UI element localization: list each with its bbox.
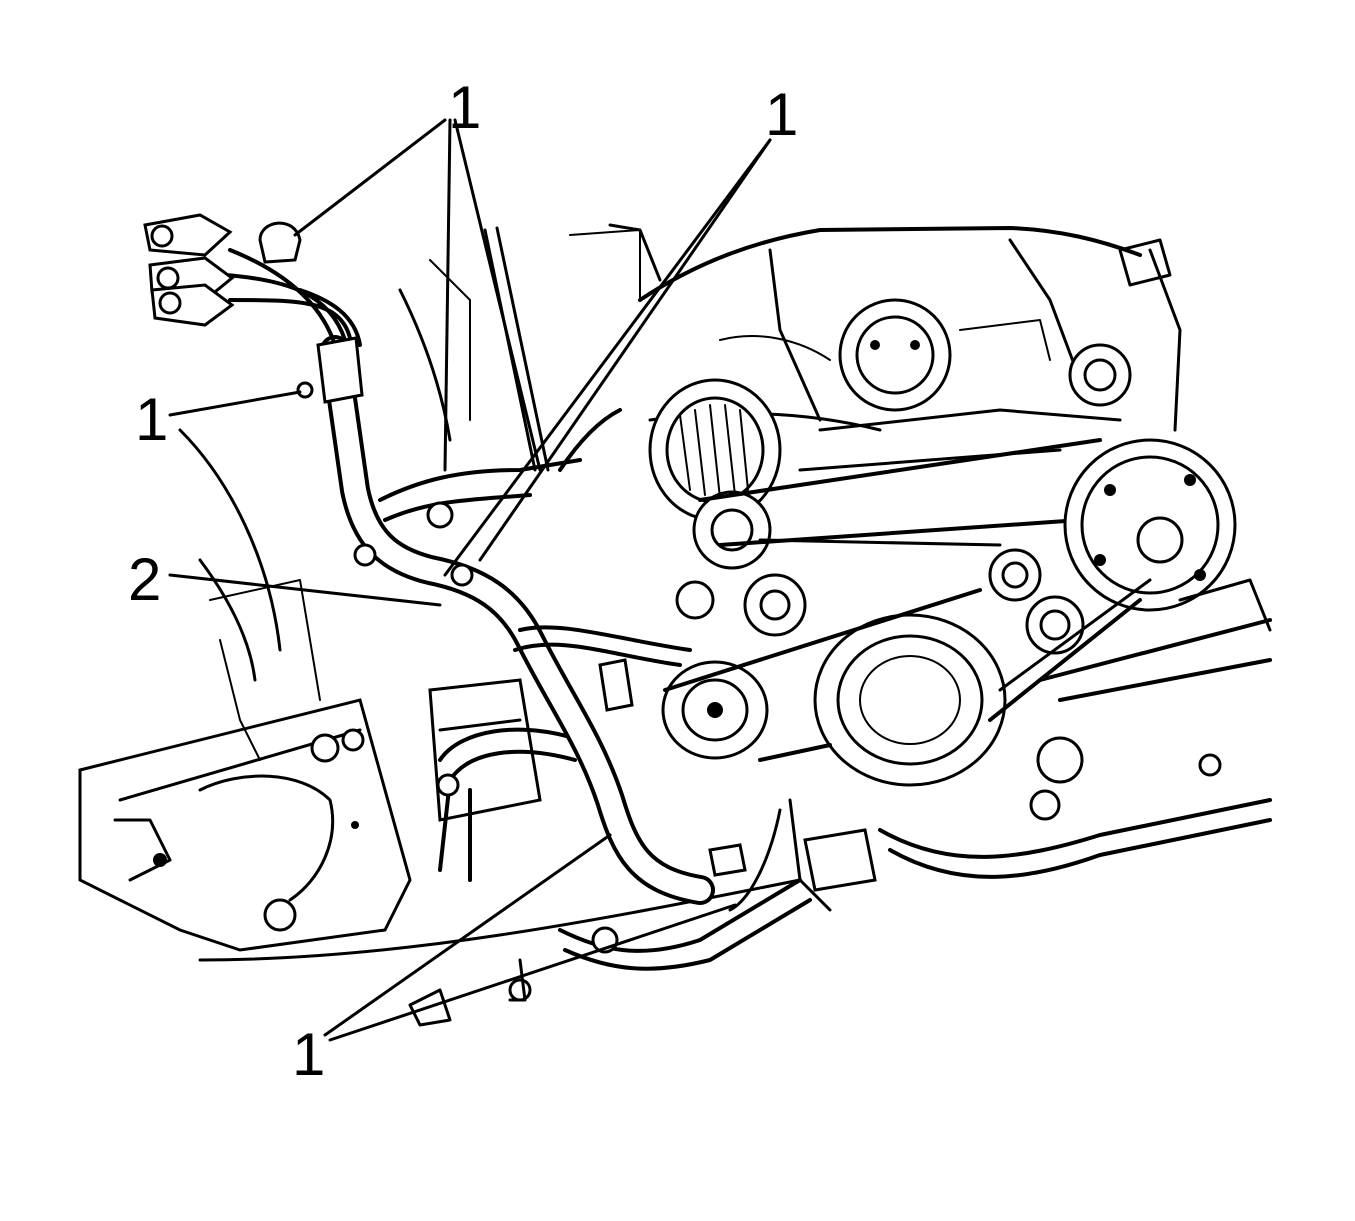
engine-bay-background	[178, 223, 1182, 682]
callout-1-bottom: 1	[292, 1021, 325, 1088]
callout-1-left: 1	[135, 386, 168, 453]
callout-2-harness: 2	[128, 546, 161, 613]
callout-labels: 1 1 1 2 1	[128, 74, 798, 1088]
callout-1-top-right: 1	[765, 81, 798, 148]
battery-cable-terminals	[143, 213, 302, 327]
callout-1-top-left: 1	[448, 74, 481, 141]
lower-hoses	[408, 727, 877, 1027]
serpentine-belt-system	[661, 438, 1237, 787]
ac-lines-right	[878, 578, 1272, 879]
wiring-harness	[223, 248, 715, 905]
callout-leaders	[168, 118, 772, 1042]
alternator	[648, 378, 782, 570]
